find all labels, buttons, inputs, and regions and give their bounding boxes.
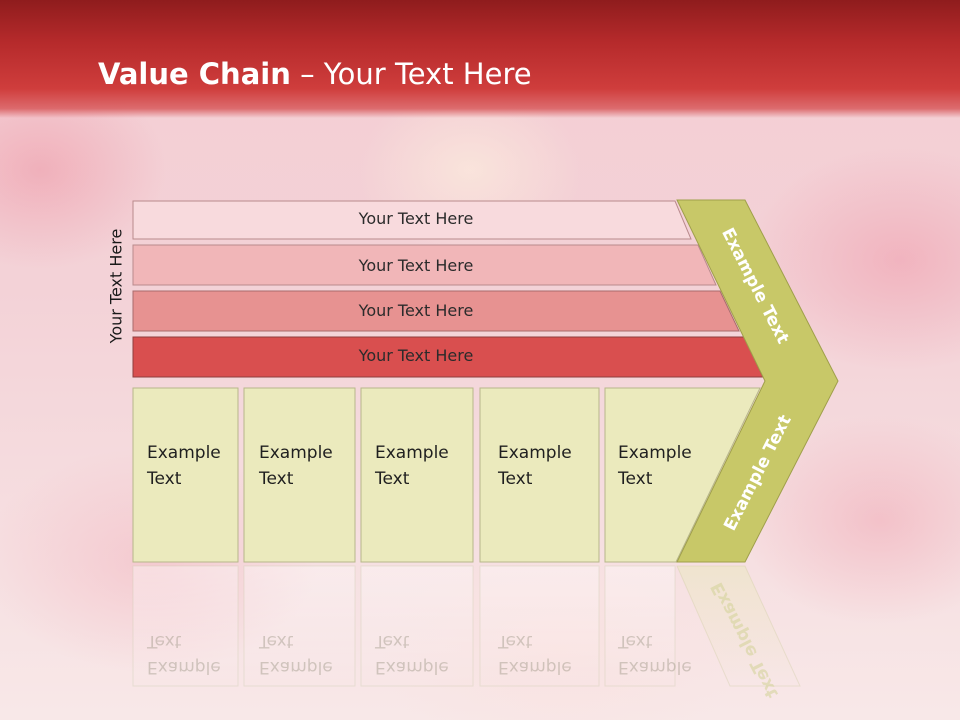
slide-title: Value Chain – Your Text Here [98, 54, 532, 94]
margin-chevron-reflection [676, 565, 801, 687]
primary-box-5 [604, 387, 761, 563]
box-reflection-3 [360, 565, 474, 687]
primary-box-4-reflection-label: Example Text [498, 631, 572, 677]
title-rest: – Your Text Here [290, 57, 532, 91]
primary-box-4 [479, 387, 600, 563]
support-bar-3 [132, 290, 740, 332]
box-reflection-5 [604, 565, 676, 687]
support-bar-4-label: Your Text Here [358, 346, 474, 365]
primary-box-5-reflection-label: Example Text [618, 631, 692, 677]
support-bar-2 [132, 244, 717, 286]
support-bar-2-label: Your Text Here [358, 256, 474, 275]
primary-box-2 [243, 387, 356, 563]
box-reflection-2 [243, 565, 356, 687]
primary-box-1-label: Example Text [147, 443, 221, 489]
primary-box-3-label: Example Text [375, 443, 449, 489]
primary-box-1-reflection-label: Example Text [147, 631, 221, 677]
title-banner [0, 0, 960, 118]
primary-box-2-label: Example Text [259, 443, 333, 489]
box-reflection-4 [479, 565, 600, 687]
primary-box-4-label: Example Text [498, 443, 572, 489]
primary-box-3-reflection-label: Example Text [375, 631, 449, 677]
primary-box-1 [132, 387, 239, 563]
primary-box-3 [360, 387, 474, 563]
support-bar-1 [132, 200, 692, 240]
box-reflection-1 [132, 565, 239, 687]
title-bold: Value Chain [98, 57, 291, 91]
margin-chevron [676, 199, 839, 563]
primary-box-2-reflection-label: Example Text [259, 631, 333, 677]
support-bar-3-label: Your Text Here [358, 301, 474, 320]
primary-box-5-label: Example Text [618, 443, 692, 489]
support-bar-1-label: Your Text Here [358, 209, 474, 228]
